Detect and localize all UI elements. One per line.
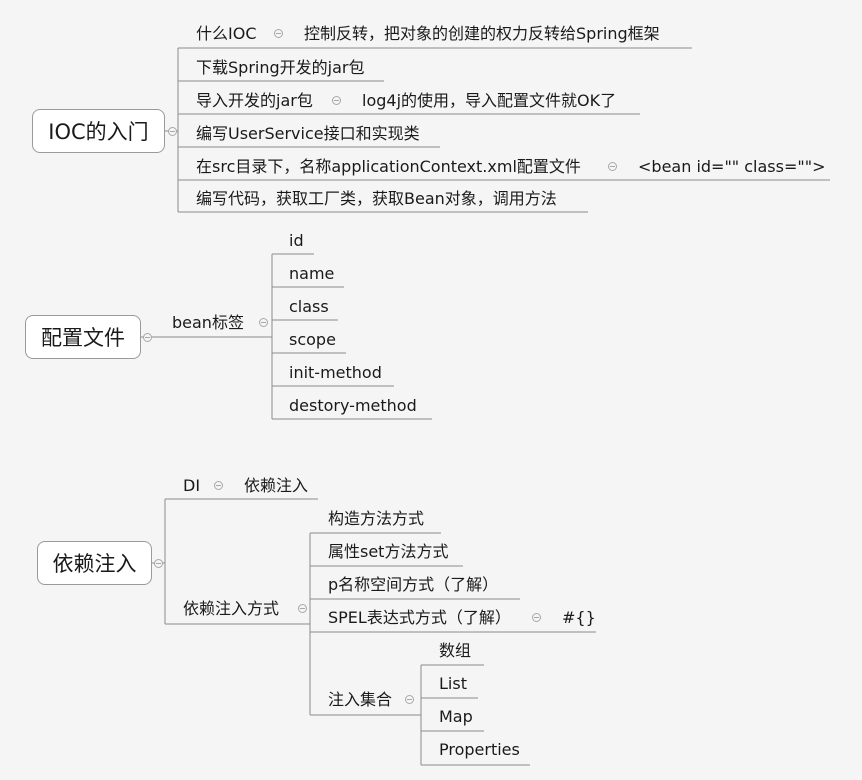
- way-setter[interactable]: 属性set方法方式: [328, 542, 449, 561]
- subtopic-import-jars[interactable]: 导入开发的jar包: [196, 91, 313, 110]
- subtopic-di[interactable]: DI: [183, 476, 201, 495]
- detail-bean-tag[interactable]: <bean id="" class="">: [638, 157, 826, 176]
- detail-ioc-definition[interactable]: 控制反转，把对象的创建的权力反转给Spring框架: [304, 24, 660, 43]
- collapse-toggle-icon[interactable]: [608, 162, 617, 171]
- collection-list[interactable]: List: [439, 674, 467, 693]
- bean-attr-class[interactable]: class: [289, 297, 329, 316]
- way-p-namespace[interactable]: p名称空间方式（了解）: [328, 575, 499, 594]
- topic-ioc-intro[interactable]: IOC的入门: [32, 109, 165, 153]
- detail-log4j[interactable]: log4j的使用，导入配置文件就OK了: [362, 91, 617, 110]
- bean-attr-scope[interactable]: scope: [289, 330, 336, 349]
- way-spel[interactable]: SPEL表达式方式（了解）: [328, 608, 511, 627]
- collapse-toggle-icon[interactable]: [168, 127, 177, 136]
- way-collections[interactable]: 注入集合: [328, 690, 393, 709]
- collapse-toggle-icon[interactable]: [298, 604, 307, 613]
- collapse-toggle-icon[interactable]: [143, 333, 152, 342]
- collection-map[interactable]: Map: [439, 707, 473, 726]
- topic-dependency-injection[interactable]: 依赖注入: [37, 541, 152, 585]
- detail-spel-syntax[interactable]: #{}: [562, 608, 596, 627]
- detail-di-meaning[interactable]: 依赖注入: [244, 476, 309, 495]
- subtopic-config-file[interactable]: 在src目录下，名称applicationContext.xml配置文件: [196, 157, 581, 176]
- way-constructor[interactable]: 构造方法方式: [328, 509, 425, 528]
- collapse-toggle-icon[interactable]: [274, 29, 283, 38]
- collapse-toggle-icon[interactable]: [154, 559, 163, 568]
- subtopic-write-userservice[interactable]: 编写UserService接口和实现类: [196, 124, 420, 143]
- collapse-toggle-icon[interactable]: [532, 613, 541, 622]
- subtopic-injection-ways[interactable]: 依赖注入方式: [183, 599, 280, 618]
- topic-config-file[interactable]: 配置文件: [25, 315, 141, 359]
- subtopic-bean-tag[interactable]: bean标签: [172, 313, 244, 332]
- subtopic-download-jars[interactable]: 下载Spring开发的jar包: [196, 58, 365, 77]
- subtopic-what-is-ioc[interactable]: 什么IOC: [196, 24, 257, 43]
- collapse-toggle-icon[interactable]: [332, 96, 341, 105]
- bean-attr-destory-method[interactable]: destory-method: [289, 396, 417, 415]
- bean-attr-name[interactable]: name: [289, 264, 335, 283]
- subtopic-write-code[interactable]: 编写代码，获取工厂类，获取Bean对象，调用方法: [196, 189, 557, 208]
- collapse-toggle-icon[interactable]: [259, 318, 268, 327]
- collection-properties[interactable]: Properties: [439, 740, 520, 759]
- collection-array[interactable]: 数组: [439, 641, 472, 660]
- collapse-toggle-icon[interactable]: [214, 481, 223, 490]
- collapse-toggle-icon[interactable]: [405, 695, 414, 704]
- bean-attr-init-method[interactable]: init-method: [289, 363, 382, 382]
- bean-attr-id[interactable]: id: [289, 231, 304, 250]
